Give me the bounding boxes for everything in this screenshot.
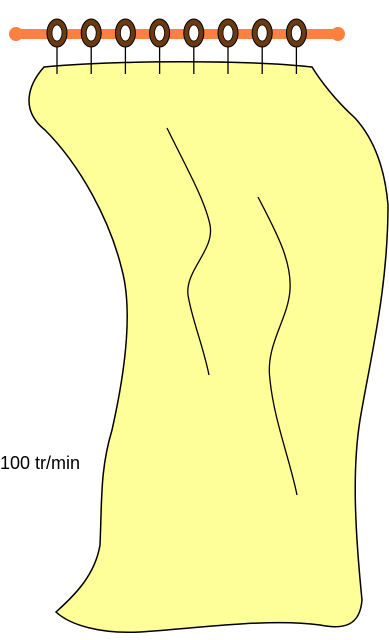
curtain-ring <box>115 19 135 47</box>
curtain-ring <box>218 19 238 47</box>
curtain-ring <box>252 19 272 47</box>
rotation-speed-label: 100 tr/min <box>0 453 80 474</box>
curtain-ring <box>286 19 306 47</box>
curtain-ring <box>81 19 101 47</box>
curtain-body <box>29 62 388 633</box>
curtain-ring <box>47 19 67 47</box>
curtain-ring <box>184 19 204 47</box>
curtain-ring <box>150 19 170 47</box>
